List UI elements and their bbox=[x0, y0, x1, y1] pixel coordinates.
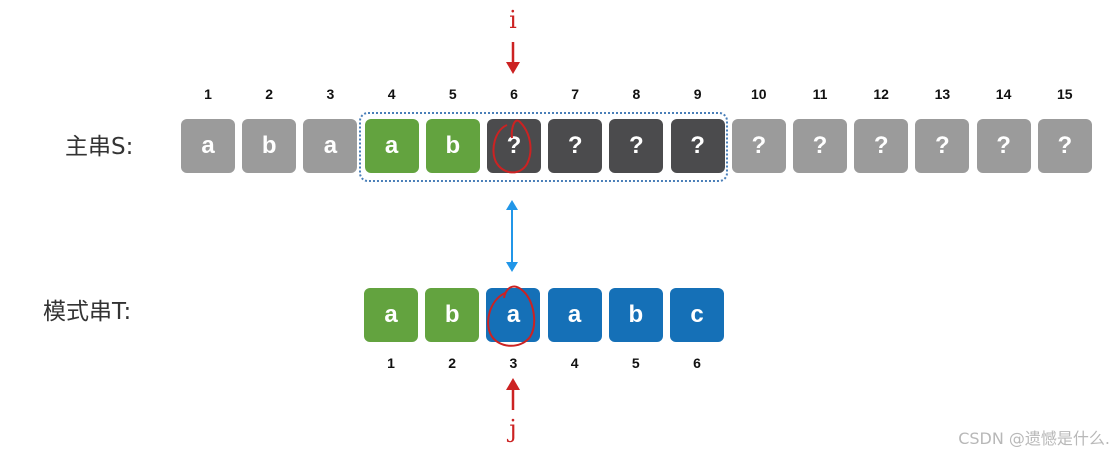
pattern-index-5: 5 bbox=[631, 355, 640, 371]
main-index-8: 8 bbox=[632, 86, 641, 102]
pattern-cell-4: a bbox=[547, 288, 602, 342]
main-index-6: 6 bbox=[510, 86, 518, 102]
pattern-index-1: 1 bbox=[387, 355, 395, 371]
main-index-9: 9 bbox=[693, 86, 702, 102]
main-cell-10: ? bbox=[731, 119, 786, 173]
main-index-13: 13 bbox=[934, 86, 951, 102]
main-cell-11: ? bbox=[793, 119, 847, 173]
main-index-4: 4 bbox=[387, 86, 396, 102]
main-index-3: 3 bbox=[326, 86, 335, 102]
main-index-2: 2 bbox=[265, 86, 274, 102]
i-pointer-arrow bbox=[506, 42, 520, 74]
main-index-1: 1 bbox=[204, 86, 212, 102]
mismatch-circle-main bbox=[492, 119, 532, 174]
comparison-window bbox=[359, 112, 728, 182]
pattern-string-label: 模式串T: bbox=[43, 299, 132, 325]
main-cell-9: ? bbox=[670, 119, 725, 173]
pattern-cell-1: a bbox=[364, 288, 418, 342]
j-pointer-arrow bbox=[506, 378, 520, 410]
pattern-index-4: 4 bbox=[570, 355, 579, 371]
watermark: CSDN @遗憾是什么. bbox=[958, 429, 1110, 448]
main-index-14: 14 bbox=[995, 86, 1012, 102]
main-index-5: 5 bbox=[448, 86, 457, 102]
main-cell-2: b bbox=[242, 119, 297, 173]
mismatch-circle-pattern bbox=[487, 285, 536, 347]
pattern-cell-2: b bbox=[425, 288, 480, 342]
pattern-index-6: 6 bbox=[693, 355, 701, 371]
pattern-cell-6: c bbox=[670, 288, 724, 342]
main-string-label: 主串S: bbox=[65, 134, 134, 160]
main-index-15: 15 bbox=[1057, 86, 1073, 102]
i-pointer-label: i bbox=[509, 6, 517, 34]
main-cell-1: a bbox=[181, 119, 235, 173]
main-index-11: 11 bbox=[812, 86, 828, 102]
main-cell-13: ? bbox=[915, 119, 970, 173]
main-cell-8: ? bbox=[609, 119, 664, 173]
main-cell-4: a bbox=[364, 119, 419, 173]
main-cell-14: ? bbox=[976, 119, 1031, 173]
comparison-double-arrow bbox=[506, 200, 518, 272]
main-cell-3: a bbox=[303, 119, 358, 173]
pattern-index-2: 2 bbox=[448, 355, 457, 371]
j-pointer-label: j bbox=[509, 415, 517, 443]
main-cell-5: b bbox=[425, 119, 480, 173]
main-index-12: 12 bbox=[873, 86, 889, 102]
main-index-7: 7 bbox=[571, 86, 580, 102]
pattern-index-3: 3 bbox=[509, 355, 518, 371]
main-cell-7: ? bbox=[548, 119, 603, 173]
main-cell-6: ? bbox=[487, 119, 541, 173]
main-index-10: 10 bbox=[751, 86, 767, 102]
main-cell-12: ? bbox=[854, 119, 909, 173]
pattern-cell-5: b bbox=[608, 288, 663, 342]
main-cell-15: ? bbox=[1037, 119, 1092, 173]
